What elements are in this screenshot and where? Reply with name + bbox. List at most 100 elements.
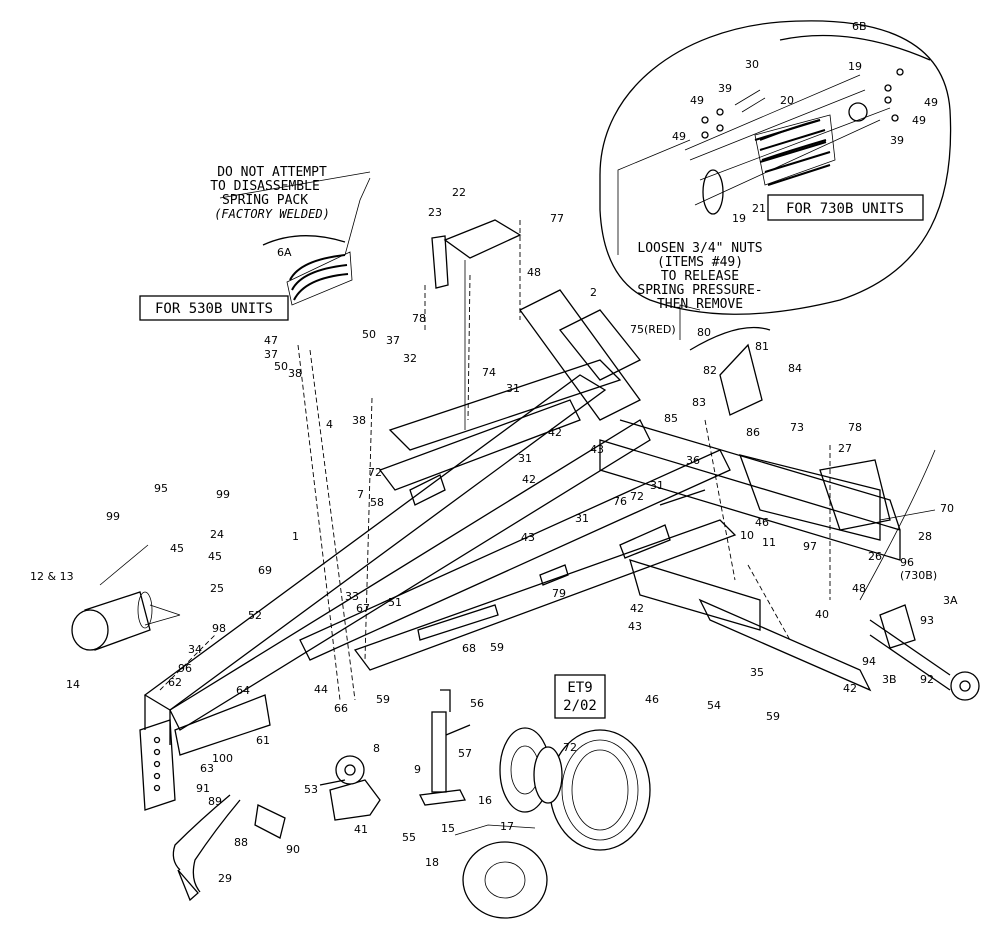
- inset-730b-balloon: [599, 20, 952, 315]
- callout-72: 72: [563, 741, 577, 754]
- callout-95: 95: [154, 482, 168, 495]
- callout-6a: 6A: [277, 246, 292, 259]
- callout-75: 75(RED): [630, 323, 676, 336]
- callout-51: 51: [388, 596, 402, 609]
- jack-9: [419, 689, 471, 806]
- callout-88: 88: [234, 836, 248, 849]
- jack-cover-12-13: [71, 591, 153, 651]
- callout-42: 42: [522, 473, 536, 486]
- callout-67: 67: [356, 602, 370, 615]
- stamp-box: [554, 674, 606, 719]
- plate-23: [431, 235, 449, 289]
- callout-9: 9: [414, 763, 421, 776]
- callout-34: 34: [188, 643, 202, 656]
- callout-59: 59: [376, 693, 390, 706]
- callout-37: 37: [264, 348, 278, 361]
- callout-16: 16: [478, 794, 492, 807]
- callout-43: 43: [628, 620, 642, 633]
- callout-20: 20: [780, 94, 794, 107]
- callout-32: 32: [403, 352, 417, 365]
- callout-24: 24: [210, 528, 224, 541]
- callout-91: 91: [196, 782, 210, 795]
- construction-lines: [159, 220, 831, 701]
- callout-59: 59: [490, 641, 504, 654]
- callout-94: 94: [862, 655, 876, 668]
- callout-49: 49: [690, 94, 704, 107]
- decal-68: [417, 604, 499, 641]
- callout-48: 48: [527, 266, 541, 279]
- callout-68: 68: [462, 642, 476, 655]
- callout-31: 31: [575, 512, 589, 525]
- callout-26: 26: [868, 550, 882, 563]
- callout-62: 62: [168, 676, 182, 689]
- callout-73: 73: [790, 421, 804, 434]
- callout-64: 64: [236, 684, 250, 697]
- callout-37: 37: [386, 334, 400, 347]
- callout-7: 7: [357, 488, 364, 501]
- callout-48: 48: [852, 582, 866, 595]
- callout-79: 79: [552, 587, 566, 600]
- callout-96: 96: [178, 662, 192, 675]
- leader-lines: [99, 260, 936, 836]
- factory-welded-note: (FACTORY WELDED): [214, 207, 330, 221]
- callout-56: 56: [470, 697, 484, 710]
- bracket-22: [443, 219, 522, 259]
- inset-plate-left: [702, 169, 724, 215]
- group-80-brace: [689, 326, 771, 351]
- callout-49: 49: [924, 96, 938, 109]
- callout-86: 86: [746, 426, 760, 439]
- callout-49: 49: [912, 114, 926, 127]
- callout-90: 90: [286, 843, 300, 856]
- callout-35: 35: [750, 666, 764, 679]
- callout-46: 46: [645, 693, 659, 706]
- wheel-assembly: [462, 727, 651, 919]
- cover-18: [462, 841, 548, 919]
- callout-58: 58: [370, 496, 384, 509]
- stamp-line-2: 2/02: [563, 698, 597, 714]
- callout-30: 30: [745, 58, 759, 71]
- callout-21: 21: [752, 202, 766, 215]
- callout-17: 17: [500, 820, 514, 833]
- callout-3b: 3B: [882, 673, 897, 686]
- callout-66: 66: [334, 702, 348, 715]
- callout-47: 47: [264, 334, 278, 347]
- callout-72: 72: [630, 490, 644, 503]
- callout-45: 45: [208, 550, 222, 563]
- callout-31: 31: [506, 382, 520, 395]
- inset-springs: [754, 114, 836, 186]
- box-730b: [767, 194, 924, 221]
- callout-14: 14: [66, 678, 80, 691]
- label-730b: FOR 730B UNITS: [786, 201, 904, 217]
- loosen-line-1: LOOSEN 3/4" NUTS: [637, 241, 762, 256]
- bracket-8: [319, 755, 381, 821]
- main-frame: [139, 289, 980, 811]
- callout-70: 70: [940, 502, 954, 515]
- loosen-line-5: THEN REMOVE: [657, 297, 743, 312]
- callout-25: 25: [210, 582, 224, 595]
- callout-96: 96: [900, 556, 914, 569]
- callout-36: 36: [686, 454, 700, 467]
- callout-78: 78: [848, 421, 862, 434]
- warning-line-3: SPRING PACK: [222, 193, 308, 208]
- callout-43: 43: [590, 443, 604, 456]
- callout-77: 77: [550, 212, 564, 225]
- loosen-line-4: SPRING PRESSURE-: [637, 283, 762, 298]
- callout-50: 50: [274, 360, 288, 373]
- callout-12-13: 12 & 13: [30, 570, 74, 583]
- callout-74: 74: [482, 366, 496, 379]
- callout-93: 93: [920, 614, 934, 627]
- callout-54: 54: [707, 699, 721, 712]
- callout-1: 1: [292, 530, 299, 543]
- callout-43: 43: [521, 531, 535, 544]
- callout-50: 50: [362, 328, 376, 341]
- callout-27: 27: [838, 442, 852, 455]
- callout-10: 10: [740, 529, 754, 542]
- callout-57: 57: [458, 747, 472, 760]
- callout-61: 61: [256, 734, 270, 747]
- callout-78: 78: [412, 312, 426, 325]
- callout-69: 69: [258, 564, 272, 577]
- callout-39: 39: [890, 134, 904, 147]
- callout-46: 46: [755, 516, 769, 529]
- callout-89: 89: [208, 795, 222, 808]
- callout-3a: 3A: [943, 594, 958, 607]
